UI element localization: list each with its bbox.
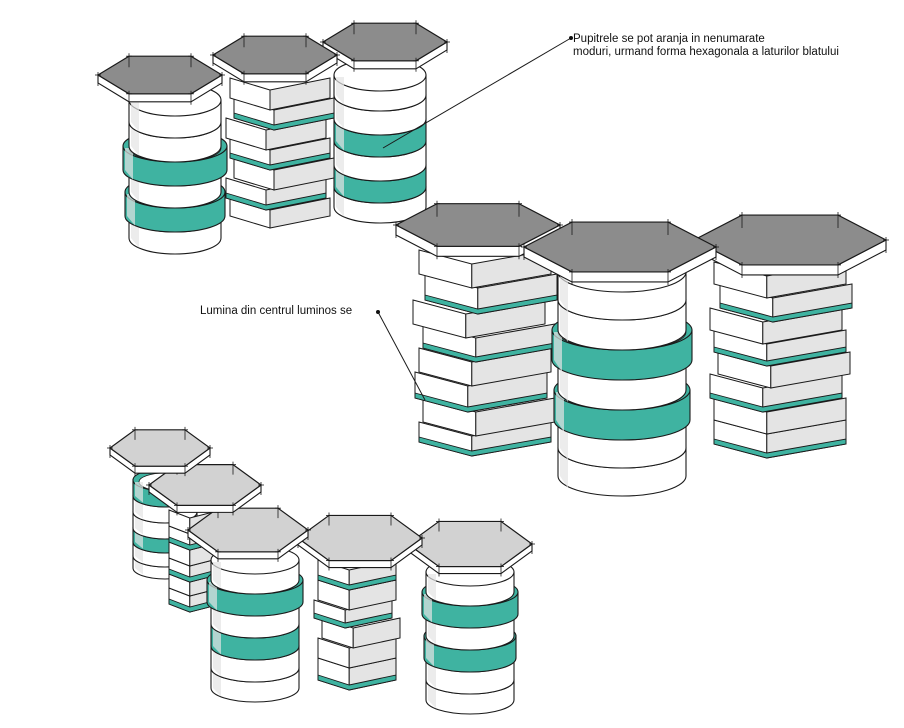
desk-row-five-bottom: [107, 426, 535, 715]
row-top-2: [146, 461, 264, 516]
row-top-5: [405, 518, 535, 577]
row-pedestal-3: [206, 545, 304, 703]
desk-top-right: [320, 20, 450, 72]
arrangement-leader: [382, 37, 572, 149]
arrangement-note-line1: Pupitrele se pot aranja in nenumarate: [573, 33, 765, 45]
arrangement-note-line2: moduri, urmand forma hexagonala a laturi…: [573, 46, 839, 58]
light-leader: [377, 311, 426, 401]
light-note: Lumina din centrul luminos se: [200, 305, 353, 317]
pedestal-hex-right: [709, 261, 853, 459]
desk-top-left: [95, 53, 225, 105]
row-top-3: [185, 505, 311, 562]
row-top-1: [107, 426, 213, 477]
arrangement-note-dot: [569, 36, 573, 40]
pedestal-round-left: [122, 83, 228, 255]
light-note-dot: [376, 310, 380, 314]
row-pedestal-4: [313, 559, 401, 691]
pedestal-hex-left: [412, 249, 558, 457]
pedestal-hex-middle: [225, 77, 335, 229]
desk-cluster-three-right: [393, 200, 889, 497]
arrangement-note: Pupitrele se pot aranja in nenumarate mo…: [573, 33, 839, 59]
pedestal-round-center: [551, 251, 693, 497]
row-pedestal-5: [421, 557, 519, 715]
desk-top-center: [521, 219, 719, 285]
pedestal-round-right: [333, 58, 427, 224]
desk-cluster-three-top-left: [95, 20, 450, 255]
annotation-leader-lines: [377, 37, 572, 401]
row-top-4: [295, 512, 425, 571]
desk-top-middle: [210, 33, 340, 85]
